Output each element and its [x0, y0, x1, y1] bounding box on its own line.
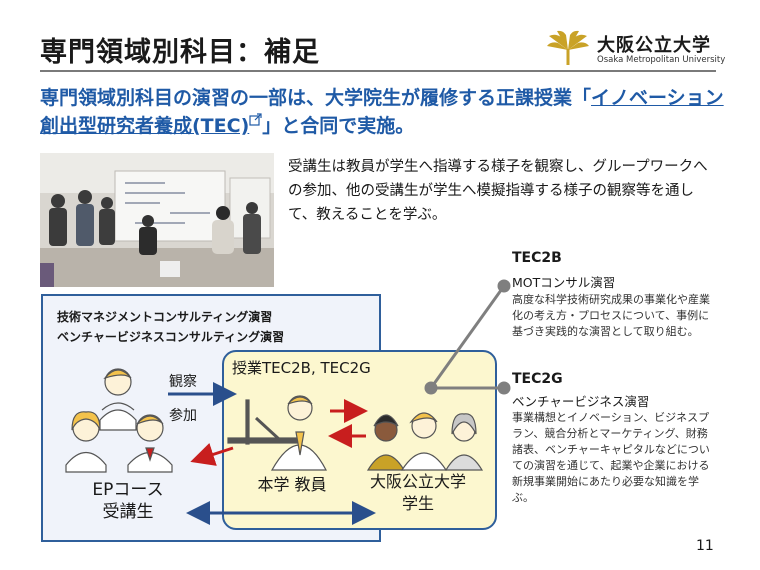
- university-students-label-line1: 大阪公立大学: [369, 472, 466, 491]
- logo-name-en: Osaka Metropolitan University: [597, 55, 726, 65]
- classroom-photo: [40, 153, 274, 287]
- external-link-icon[interactable]: [249, 113, 262, 126]
- course-description-tec2g: 事業構想とイノベーション、ビジネスプラン、競合分析とマーケティング、財務諸表、ベ…: [512, 411, 710, 504]
- course-connectors: [424, 279, 511, 395]
- course-name-tec2g: ベンチャービジネス演習: [512, 394, 650, 409]
- person-icon: [366, 414, 406, 471]
- person-icon: [444, 413, 484, 471]
- person-icon: [127, 414, 173, 473]
- person-icon: [400, 412, 448, 471]
- ep-students-label-line1: EPコース: [92, 480, 164, 500]
- observe-label: 観察: [169, 374, 197, 390]
- teach-ep-arrow: [190, 443, 234, 466]
- logo-name-jp: 大阪公立大学: [597, 35, 711, 56]
- participate-label: 参加: [169, 408, 197, 424]
- ep-course-title-line1: 技術マネジメントコンサルティング演習: [57, 310, 273, 324]
- teacher-pointing-icon: [227, 395, 327, 471]
- person-icon: [99, 368, 137, 431]
- ep-course-title-line2: ベンチャービジネスコンサルティング演習: [57, 330, 285, 344]
- osaka-metropolitan-university-logo-mark: [547, 30, 589, 65]
- tec-program-link[interactable]: イノベーション創出型研究者養成(TEC): [40, 87, 724, 137]
- person-icon: [65, 411, 107, 473]
- page-number: 11: [696, 538, 714, 554]
- lead-prefix: 専門領域別科目の演習の一部は、大学院生が履修する正課授業「: [40, 87, 592, 109]
- lead-text: 専門領域別科目の演習の一部は、大学院生が履修する正課授業「イノベーション創出型研…: [40, 84, 730, 140]
- teacher-label: 本学 教員: [257, 475, 327, 494]
- course-name-tec2b: MOTコンサル演習: [512, 275, 616, 290]
- course-description-tec2b: 高度な科学技術研究成果の事業化や産業化の考え方・プロセスについて、事例に基づき実…: [512, 293, 710, 338]
- university-logo: 大阪公立大学 Osaka Metropolitan University: [547, 30, 726, 66]
- slide-title: 専門領域別科目：補足: [40, 37, 320, 68]
- course-code-tec2b: TEC2B: [512, 250, 562, 266]
- university-students-label: 大阪公立大学 学生: [358, 471, 478, 515]
- class-box-title: 授業TEC2B, TEC2G: [232, 359, 371, 377]
- ep-students-label: EPコース 受講生: [70, 479, 186, 523]
- slide-description: 受講生は教員が学生へ指導する様子を観察し、グループワークへの参加、他の受講生が学…: [288, 159, 708, 223]
- course-code-tec2g: TEC2G: [512, 371, 563, 387]
- title-divider: [40, 70, 716, 72]
- ep-students-label-line2: 受講生: [102, 502, 154, 522]
- university-students-label-line2: 学生: [401, 494, 434, 513]
- lead-suffix: 」と合同で実施。: [262, 115, 415, 137]
